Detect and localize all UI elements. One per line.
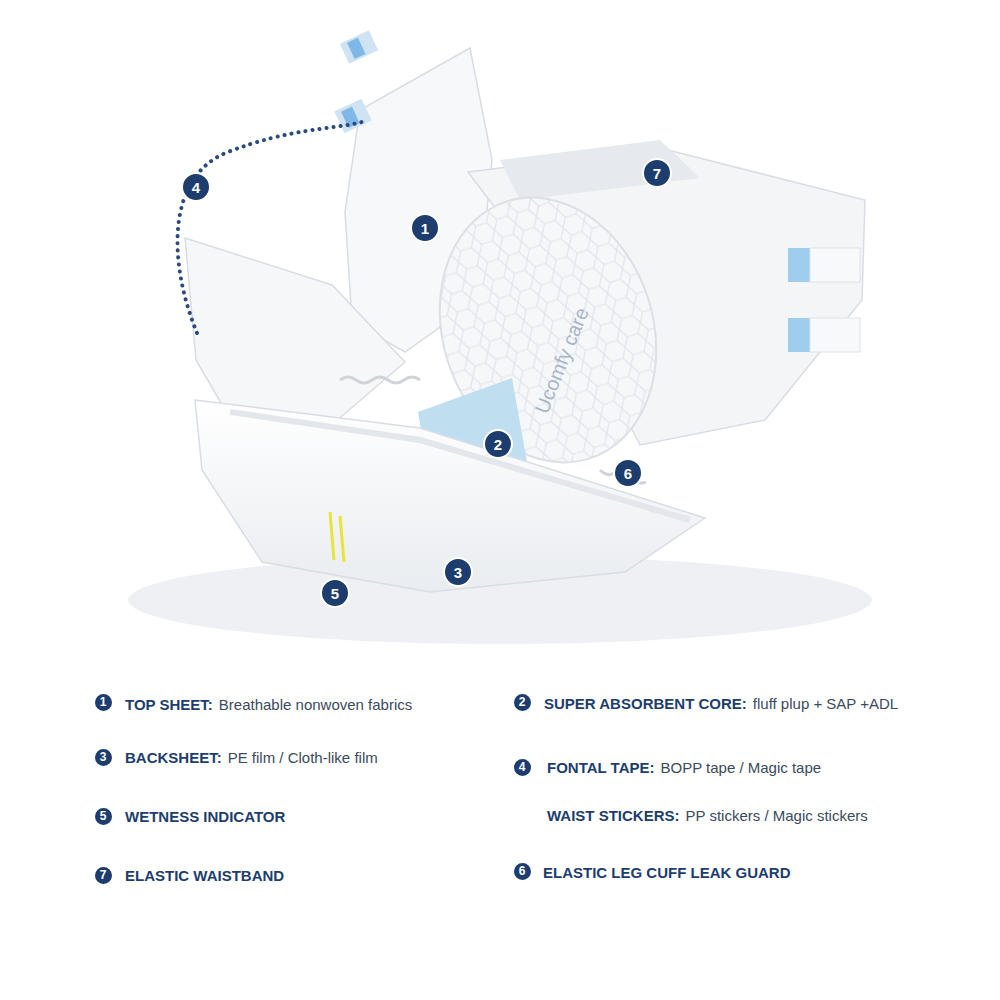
part-name: TOP SHEET: [125,696,213,713]
wetness-indicator [330,512,334,560]
legend-row: TOP SHEET: Breathable nonwoven fabrics [125,696,412,713]
callout-number: 4 [512,757,533,778]
part-name: WETNESS INDICATOR [125,808,285,825]
callout-number: 5 [320,578,350,608]
callout-number: 7 [642,158,672,188]
left-wing [185,238,420,422]
tape [340,30,378,63]
callout-number: 4 [181,172,211,202]
part-name: ELASTIC WAISTBAND [125,867,284,884]
waist-sticker-base [810,248,860,282]
part-name: BACKSHEET: [125,749,222,766]
part-description: PE film / Cloth-like film [228,749,378,766]
tape [334,99,371,133]
callout-number: 1 [410,213,440,243]
callout-number: 3 [93,747,114,768]
tape-tip [341,107,359,128]
front-elastic [230,412,690,520]
callout-number: 2 [512,692,533,713]
wetness-indicator [340,516,344,562]
callout-number: 6 [512,861,533,882]
left-wing-sheet [185,238,405,422]
part-description: fluff plup + SAP +ADL [753,695,898,712]
callout-number: 6 [613,458,643,488]
callout-number: 3 [443,557,473,587]
elastic-waistband [500,140,700,200]
callout-number: 5 [93,806,114,827]
callout-number: 2 [483,429,513,459]
legend-row: ELASTIC WAISTBAND [125,867,284,884]
part-description: Breathable nonwoven fabrics [219,696,412,713]
waist-sticker [788,248,810,282]
part-description: BOPP tape / Magic tape [661,759,822,776]
leg-cuff [340,377,420,383]
part-description: PP stickers / Magic stickers [686,807,868,824]
front-panel [195,400,705,592]
waist-sticker-base [810,318,860,352]
legend-row: WETNESS INDICATOR [125,808,285,825]
legend-row: BACKSHEET: PE film / Cloth-like film [125,749,378,766]
waist-sticker [788,318,810,352]
callout-number: 7 [93,865,114,886]
part-name: FONTAL TAPE: [547,759,655,776]
tape-tip [347,38,365,59]
legend-row: WAIST STICKERS: PP stickers / Magic stick… [547,807,868,824]
part-name: WAIST STICKERS: [547,807,680,824]
backsheet [195,400,705,592]
callout-number: 1 [93,692,114,713]
part-name: ELASTIC LEG CUFF LEAK GUARD [543,864,791,881]
legend-row: ELASTIC LEG CUFF LEAK GUARD [543,864,791,881]
legend-row: SUPER ABSORBENT CORE: fluff plup + SAP +A… [544,695,898,712]
legend-row: FONTAL TAPE: BOPP tape / Magic tape [547,759,821,776]
part-name: SUPER ABSORBENT CORE: [544,695,747,712]
leader-dotted [177,122,362,333]
